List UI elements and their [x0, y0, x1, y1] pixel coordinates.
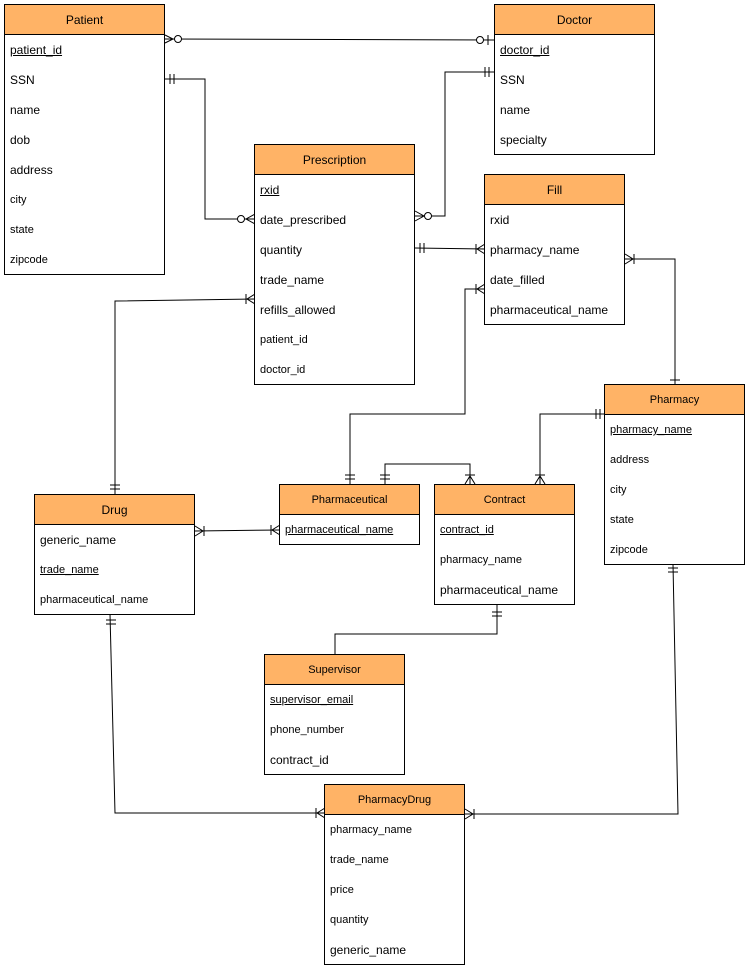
- entity-title: Pharmaceutical: [280, 485, 419, 515]
- field-primary-key: pharmaceutical_name: [285, 524, 394, 536]
- contract-entity[interactable]: Contract contract_id pharmacy_name pharm…: [434, 484, 575, 605]
- field: state: [610, 514, 634, 526]
- field: pharmacy_name: [490, 243, 580, 257]
- field: phone_number: [270, 724, 345, 736]
- field: date_filled: [490, 273, 545, 287]
- rel-doctor-prescription: [414, 67, 495, 222]
- rel-patient-prescription: [165, 74, 256, 225]
- field-primary-key: rxid: [260, 183, 280, 197]
- rel-pharmacy-fill: [624, 253, 680, 384]
- field: name: [500, 103, 531, 117]
- entity-title: Supervisor: [265, 655, 404, 685]
- field: date_prescribed: [260, 213, 347, 227]
- entity-title: Prescription: [255, 145, 414, 175]
- field: quantity: [260, 243, 303, 257]
- field: generic_name: [40, 533, 117, 547]
- rel-contract-supervisor: [334, 604, 502, 654]
- field: name: [10, 103, 41, 117]
- rel-pharmacy-contract: [534, 409, 605, 485]
- field: address: [10, 163, 53, 177]
- field: SSN: [500, 73, 525, 87]
- field: dob: [10, 133, 31, 147]
- field: pharmacy_name: [440, 554, 522, 566]
- rel-pharmaceutical-fill: [345, 283, 486, 484]
- pharmacydrug-entity[interactable]: PharmacyDrug pharmacy_name trade_name pr…: [324, 784, 465, 965]
- field: doctor_id: [260, 364, 306, 376]
- field: pharmacy_name: [330, 824, 412, 836]
- doctor-entity[interactable]: Doctor doctor_id SSN name specialty: [494, 4, 655, 155]
- field-primary-key: trade_name: [40, 564, 99, 576]
- field-primary-key: supervisor_email: [270, 694, 354, 706]
- field: zipcode: [10, 254, 48, 266]
- entity-title: PharmacyDrug: [325, 785, 464, 815]
- field: city: [10, 194, 27, 206]
- field: address: [610, 454, 650, 466]
- entity-title: Fill: [485, 175, 624, 205]
- entity-title: Pharmacy: [605, 385, 744, 415]
- rel-pharmaceutical-contract: [380, 463, 476, 485]
- field: SSN: [10, 73, 35, 87]
- prescription-entity[interactable]: Prescription rxid date_prescribed quanti…: [254, 144, 415, 385]
- rel-drug-prescription: [110, 293, 256, 494]
- field: rxid: [490, 213, 510, 227]
- field: price: [330, 884, 354, 896]
- rel-prescription-fill: [414, 243, 486, 255]
- rel-patient-doctor: [164, 34, 496, 45]
- rel-drug-pharmaceutical: [194, 524, 281, 537]
- field: quantity: [330, 914, 369, 926]
- entity-title: Drug: [35, 495, 194, 525]
- pharmaceutical-entity[interactable]: Pharmaceutical pharmaceutical_name: [279, 484, 420, 545]
- supervisor-entity[interactable]: Supervisor supervisor_email phone_number…: [264, 654, 405, 775]
- field: generic_name: [330, 943, 407, 957]
- rel-pharmacy-pharmacydrug: [464, 563, 679, 820]
- field: patient_id: [260, 334, 308, 346]
- field: pharmaceutical_name: [440, 583, 559, 597]
- field-primary-key: doctor_id: [500, 43, 550, 57]
- drug-entity[interactable]: Drug generic_name trade_name pharmaceuti…: [34, 494, 195, 615]
- field-primary-key: patient_id: [10, 43, 63, 57]
- fill-entity[interactable]: Fill rxid pharmacy_name date_filled phar…: [484, 174, 625, 325]
- field: refills_allowed: [260, 303, 336, 317]
- entity-title: Doctor: [495, 5, 654, 35]
- field-primary-key: contract_id: [440, 524, 494, 536]
- field-primary-key: pharmacy_name: [610, 424, 692, 436]
- field: trade_name: [330, 854, 389, 866]
- field: state: [10, 224, 34, 236]
- rel-drug-pharmacydrug: [106, 613, 326, 819]
- field: trade_name: [260, 273, 325, 287]
- entity-title: Patient: [5, 5, 164, 35]
- pharmacy-entity[interactable]: Pharmacy pharmacy_name address city stat…: [604, 384, 745, 565]
- field: pharmaceutical_name: [490, 303, 609, 317]
- field: pharmaceutical_name: [40, 594, 149, 606]
- entity-title: Contract: [435, 485, 574, 515]
- field: city: [610, 484, 627, 496]
- field: specialty: [500, 133, 547, 147]
- patient-entity[interactable]: Patient patient_id SSN name dob address …: [4, 4, 165, 275]
- field: zipcode: [610, 544, 648, 556]
- field: contract_id: [270, 753, 329, 767]
